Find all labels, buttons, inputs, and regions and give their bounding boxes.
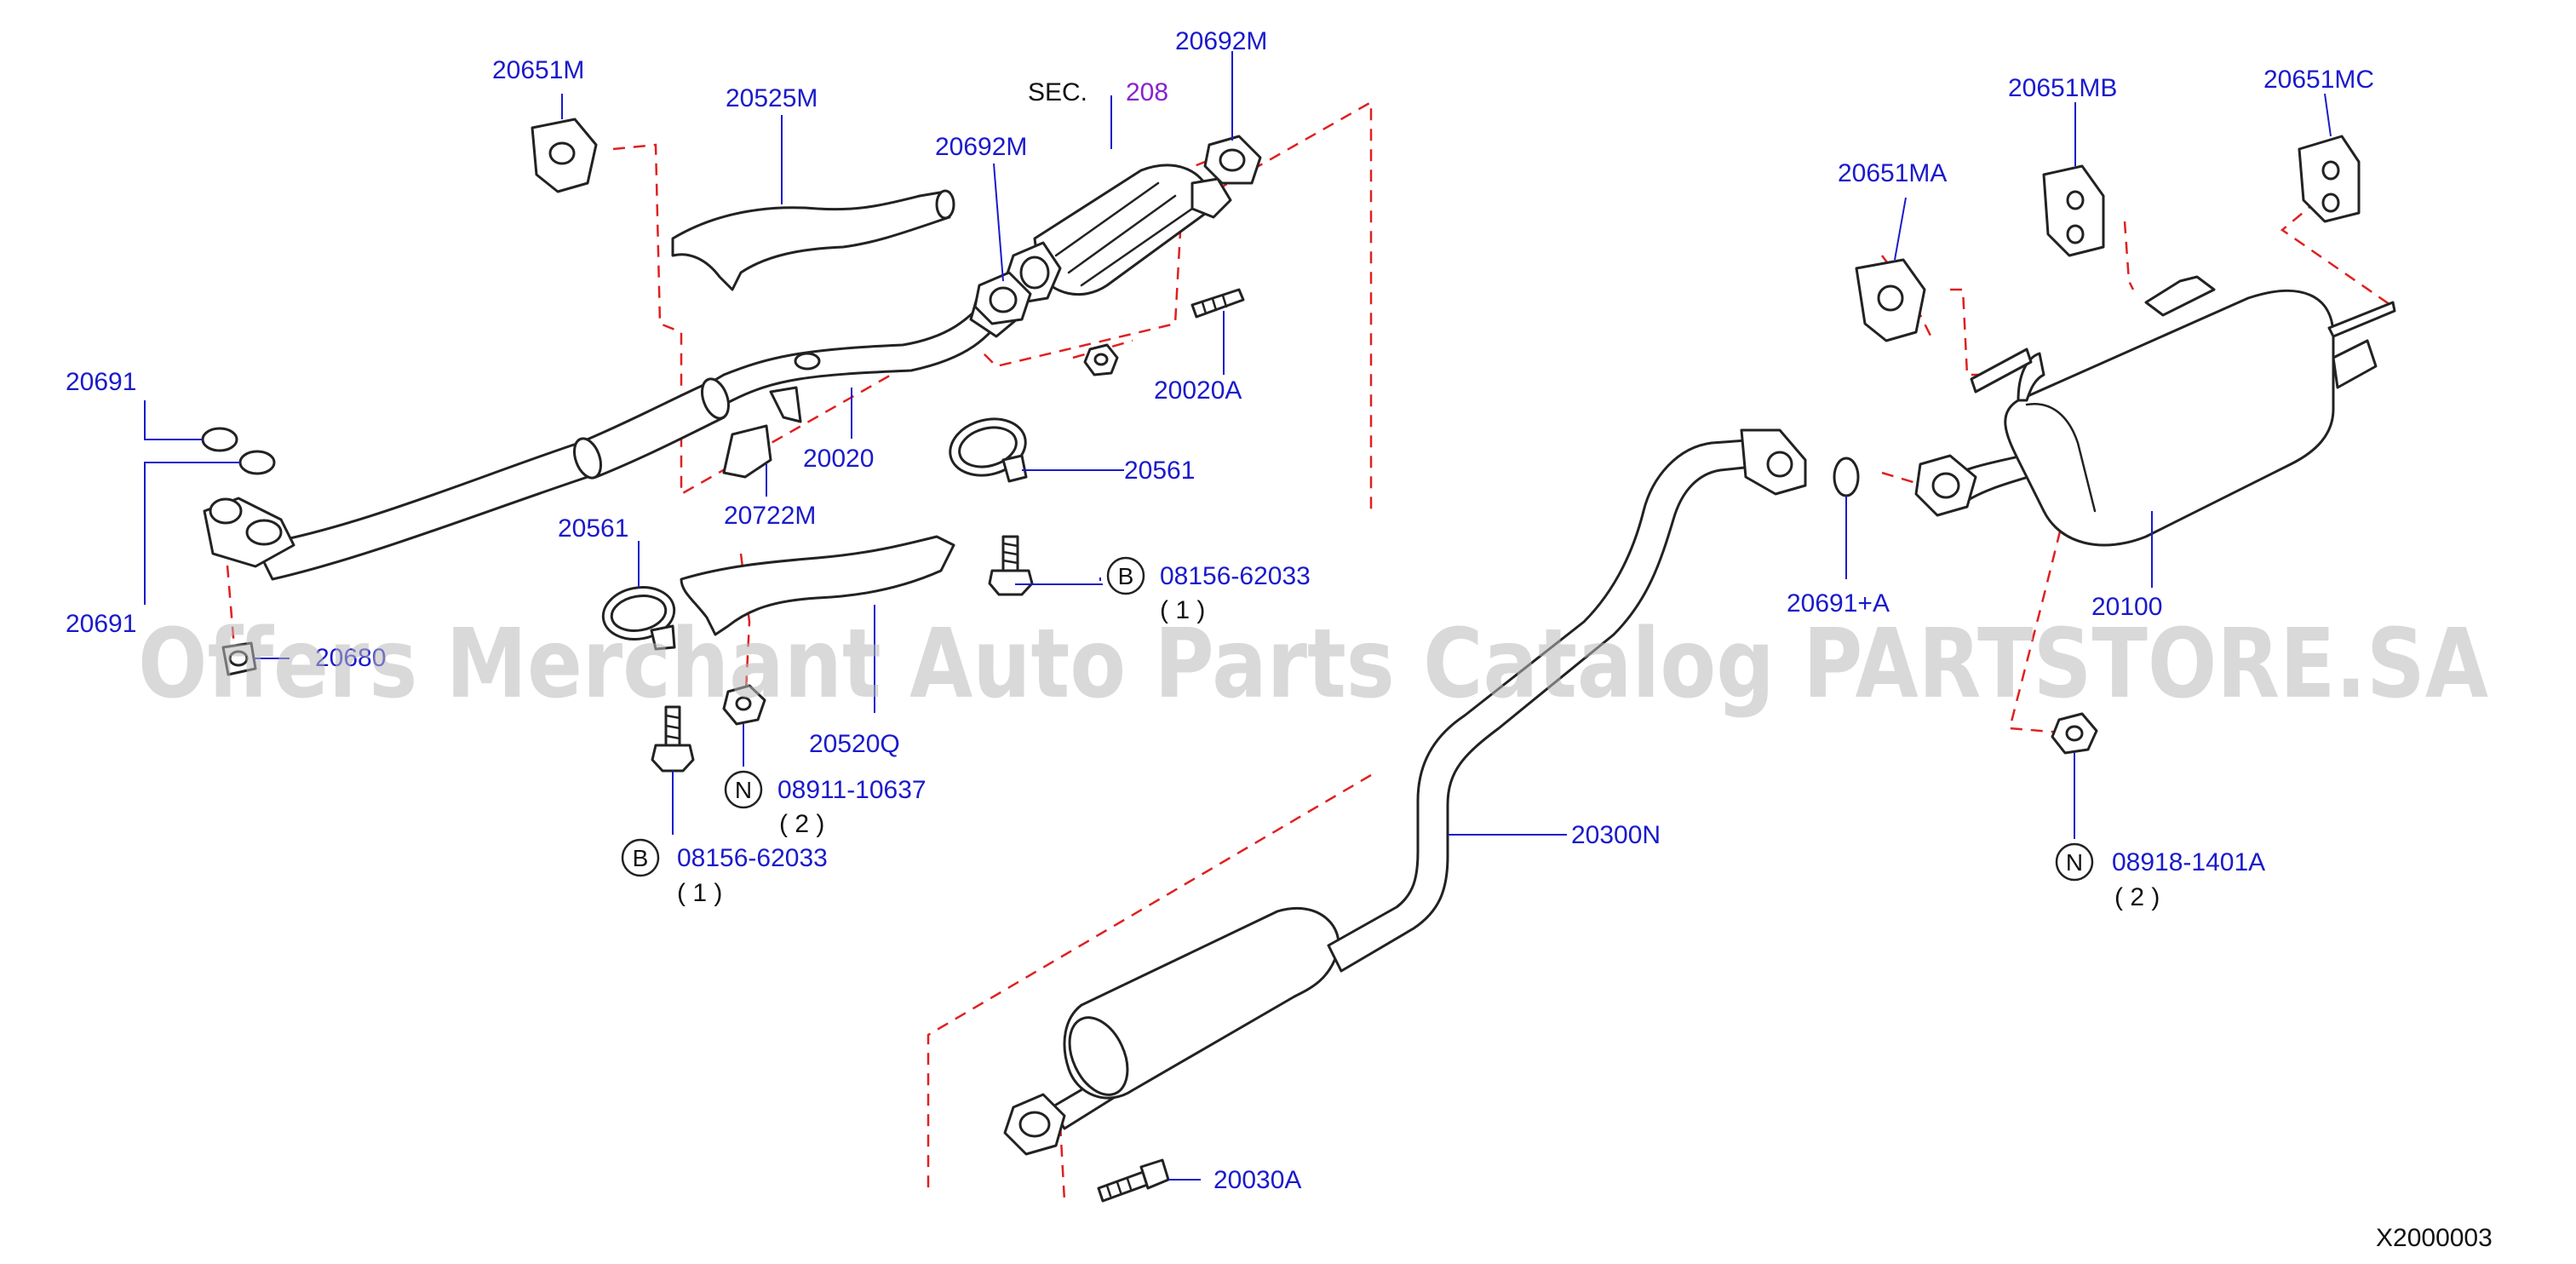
symbol-b-left: B (633, 845, 649, 871)
hanger-20651m (531, 118, 598, 193)
label-20561-left[interactable]: 20561 (558, 514, 628, 543)
heat-shield-upper (671, 189, 955, 291)
sec-number-link[interactable]: 208 (1126, 78, 1168, 106)
label-20020a[interactable]: 20020A (1154, 376, 1242, 405)
label-20100[interactable]: 20100 (2091, 593, 2162, 621)
gaskets-20691 (201, 427, 276, 475)
label-08918[interactable]: 08918-1401A (2112, 848, 2265, 876)
bracket-20722m (722, 424, 772, 479)
rear-muffler (1914, 275, 2396, 547)
label-08156-right[interactable]: 08156-62033 (1160, 562, 1311, 590)
symbol-b-right: B (1118, 563, 1134, 589)
nut-cat (1083, 343, 1119, 376)
label-20651mc[interactable]: 20651MC (2263, 66, 2374, 94)
clamp-20561-left (601, 586, 676, 651)
label-20680[interactable]: 20680 (315, 644, 386, 672)
label-20300n[interactable]: 20300N (1571, 821, 1661, 849)
label-20691a[interactable]: 20691+A (1787, 589, 1890, 618)
part-labels[interactable]: 20651M 20525M 20692M 20692M SEC. 208 206… (66, 27, 2493, 1252)
hanger-20651ma (1855, 258, 1926, 342)
symbol-n-right: N (2066, 849, 2083, 876)
label-20722m[interactable]: 20722M (724, 502, 816, 530)
clamp-20561-right (949, 417, 1028, 483)
label-20651m[interactable]: 20651M (492, 56, 584, 84)
bolt-b-left (651, 705, 695, 773)
label-20692m-top[interactable]: 20692M (1175, 27, 1267, 55)
bolt-20680 (221, 641, 257, 676)
label-20692m-mid[interactable]: 20692M (935, 133, 1027, 161)
stud-20020a (1190, 288, 1245, 319)
gasket-20692m-mid (973, 271, 1032, 325)
front-exhaust-pipe (203, 288, 1024, 581)
watermark-text: Offers Merchant Auto Parts Catalog PARTS… (138, 609, 2488, 720)
label-20525m[interactable]: 20525M (726, 84, 818, 112)
gasket-20691a (1833, 457, 1860, 497)
label-08156-left[interactable]: 08156-62033 (677, 844, 828, 872)
hanger-20651mc (2298, 135, 2361, 223)
catalytic-converter (1003, 164, 1232, 304)
hanger-20651mb (2042, 164, 2105, 257)
qty-08911: ( 2 ) (779, 810, 824, 838)
qty-08156-left: ( 1 ) (677, 879, 722, 907)
heat-shield-lower (680, 535, 955, 636)
symbol-n-mid: N (735, 777, 752, 803)
label-20520q[interactable]: 20520Q (809, 730, 900, 758)
center-pipe-muffler (1003, 428, 1807, 1156)
label-20691-b[interactable]: 20691 (66, 610, 136, 638)
nut-n-right (2051, 712, 2098, 755)
qty-08156-right: ( 1 ) (1160, 596, 1205, 624)
label-20030a[interactable]: 20030A (1213, 1166, 1301, 1194)
bolt-b-right (988, 535, 1034, 596)
sheet-code: X2000003 (2376, 1224, 2493, 1252)
label-20691-a[interactable]: 20691 (66, 368, 136, 396)
label-20561-right[interactable]: 20561 (1124, 457, 1195, 485)
label-20651ma[interactable]: 20651MA (1838, 159, 1947, 187)
label-08911[interactable]: 08911-10637 (777, 776, 927, 804)
leader-lines (144, 51, 2332, 1181)
bolt-20030a (1097, 1158, 1170, 1203)
qty-08918: ( 2 ) (2114, 883, 2160, 911)
nut-n-mid (722, 684, 766, 726)
fastener-symbols: B B N N (621, 556, 2094, 882)
sec-prefix: SEC. (1028, 78, 1087, 106)
gasket-20692m-top (1203, 135, 1262, 185)
label-20020[interactable]: 20020 (803, 445, 874, 473)
label-20651mb[interactable]: 20651MB (2008, 74, 2117, 102)
